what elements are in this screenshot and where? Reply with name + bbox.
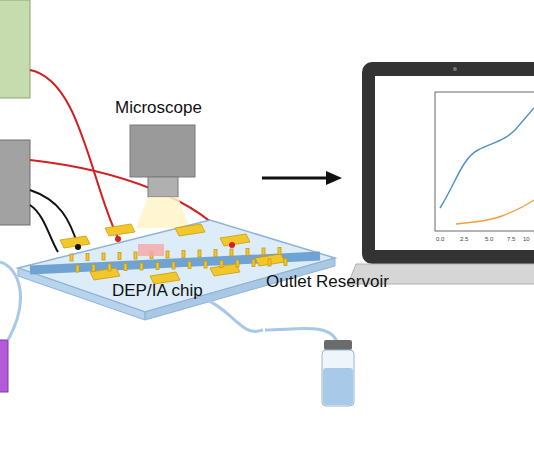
objective-lens bbox=[148, 177, 178, 197]
green-instrument bbox=[0, 0, 30, 98]
tube-connector bbox=[206, 299, 263, 331]
inlet-tube bbox=[0, 262, 20, 340]
node-text: Microscope bbox=[115, 98, 202, 118]
axis-tick-label: 5.0 bbox=[485, 236, 493, 242]
microscope-body bbox=[130, 125, 195, 177]
electrode-array bbox=[60, 224, 287, 284]
microscope-label: Microscope bbox=[112, 96, 205, 120]
glass-slide bbox=[18, 220, 335, 312]
axis-tick-label: 2.5 bbox=[460, 236, 468, 242]
laptop-screen-frame bbox=[362, 62, 534, 264]
red-wire bbox=[30, 70, 118, 238]
light-beam bbox=[136, 197, 190, 228]
node-text: Outlet Reservoir bbox=[266, 272, 406, 292]
chip-label: DEP/IA chip bbox=[109, 279, 206, 303]
webcam bbox=[453, 67, 457, 71]
reservoir-label: Outlet Reservoir bbox=[263, 270, 409, 410]
black-wire bbox=[30, 190, 78, 246]
blue-curve bbox=[440, 108, 534, 208]
vial-liquid bbox=[323, 368, 353, 405]
process-arrow bbox=[262, 177, 328, 180]
purple-pump bbox=[0, 340, 8, 392]
arrow-head bbox=[326, 171, 342, 185]
laptop-screen bbox=[375, 76, 534, 250]
chart-frame bbox=[435, 92, 534, 231]
black-wire bbox=[30, 205, 58, 252]
axis-tick-label: 0.0 bbox=[436, 236, 444, 242]
wire-contact bbox=[75, 244, 81, 250]
outlet-tube bbox=[265, 328, 337, 342]
orange-curve bbox=[456, 200, 534, 224]
node-text: DEP/IA chip bbox=[112, 281, 203, 301]
wire-contact bbox=[115, 236, 121, 242]
cells bbox=[138, 244, 164, 256]
axis-tick-label: 7.5 bbox=[507, 236, 515, 242]
axis-tick-label: 10 bbox=[523, 236, 530, 242]
vial bbox=[322, 350, 354, 406]
gray-instrument bbox=[0, 140, 30, 225]
vial-cap bbox=[324, 340, 352, 350]
wire-contact bbox=[229, 242, 235, 248]
